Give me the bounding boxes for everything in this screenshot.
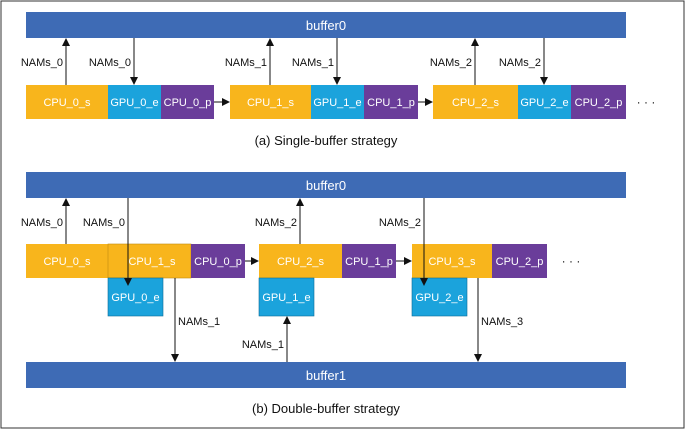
nams-label: NAMs_1 xyxy=(178,316,220,328)
block-label: CPU_1_s xyxy=(247,97,295,109)
block-cpu-2-p xyxy=(571,85,626,119)
block-label: CPU_2_p xyxy=(496,256,544,268)
block-label: GPU_0_e xyxy=(110,97,158,109)
nams-label: NAMs_0 xyxy=(83,217,125,229)
block-label: CPU_2_s xyxy=(452,97,500,109)
block-cpu-1-s xyxy=(230,85,311,119)
block-label: GPU_1_e xyxy=(262,292,310,304)
block-cpu-1-p xyxy=(364,85,418,119)
block-label: CPU_0_s xyxy=(43,256,91,268)
block-label: CPU_1_p xyxy=(367,97,415,109)
block-label: CPU_2_p xyxy=(575,97,623,109)
buffer0-bar-double xyxy=(26,172,626,198)
nams-label: NAMs_1 xyxy=(292,57,334,69)
single-buffer-panel: buffer0 CPU_0_s GPU_0_e CPU_0_p CPU_1_s … xyxy=(21,12,656,148)
block-label: GPU_0_e xyxy=(111,292,159,304)
block-cpu-0-s xyxy=(26,244,108,278)
nams-label: NAMs_0 xyxy=(21,57,63,69)
nams-label: NAMs_2 xyxy=(379,217,421,229)
block-cpu-3-s xyxy=(412,244,492,278)
block-gpu-0-e xyxy=(108,85,161,119)
nams-label: NAMs_2 xyxy=(499,57,541,69)
block-cpu-0-p xyxy=(161,85,214,119)
buffer0-bar-single xyxy=(26,12,626,38)
ellipsis: · · · xyxy=(637,95,656,109)
block-cpu-1-p xyxy=(342,244,396,278)
block-gpu-2-e xyxy=(518,85,571,119)
caption-single: (a) Single-buffer strategy xyxy=(255,133,398,148)
nams-label: NAMs_2 xyxy=(255,217,297,229)
block-label: CPU_2_s xyxy=(277,256,325,268)
nams-label: NAMs_1 xyxy=(242,339,284,351)
block-cpu-2-p xyxy=(492,244,547,278)
double-buffer-panel: buffer0 CPU_0_s CPU_1_s CPU_0_p CPU_2_s … xyxy=(21,172,626,416)
block-label: CPU_1_p xyxy=(345,256,393,268)
block-label: CPU_0_p xyxy=(194,256,242,268)
block-gpu-0-e xyxy=(107,277,164,317)
caption-double: (b) Double-buffer strategy xyxy=(252,401,400,416)
buffer0-label-single: buffer0 xyxy=(306,18,346,33)
block-label: CPU_0_s xyxy=(43,97,91,109)
block-label: GPU_1_e xyxy=(313,97,361,109)
nams-label: NAMs_3 xyxy=(481,316,523,328)
block-cpu-1-s xyxy=(107,243,192,279)
block-label: CPU_1_s xyxy=(128,256,176,268)
block-cpu-0-p xyxy=(191,244,245,278)
nams-label: NAMs_1 xyxy=(225,57,267,69)
nams-label: NAMs_2 xyxy=(430,57,472,69)
nams-label: NAMs_0 xyxy=(21,217,63,229)
block-cpu-2-s xyxy=(433,85,518,119)
nams-label: NAMs_0 xyxy=(89,57,131,69)
buffer0-label-double: buffer0 xyxy=(306,178,346,193)
block-label: GPU_2_e xyxy=(415,292,463,304)
buffer1-bar xyxy=(26,362,626,388)
buffer1-label: buffer1 xyxy=(306,368,346,383)
block-label: GPU_2_e xyxy=(520,97,568,109)
ellipsis: · · · xyxy=(562,254,581,268)
block-cpu-0-s xyxy=(26,85,108,119)
block-label: CPU_3_s xyxy=(428,256,476,268)
block-gpu-1-e xyxy=(311,85,364,119)
block-label: CPU_0_p xyxy=(164,97,212,109)
block-cpu-2-s xyxy=(259,244,342,278)
block-gpu-1-e xyxy=(258,277,315,317)
